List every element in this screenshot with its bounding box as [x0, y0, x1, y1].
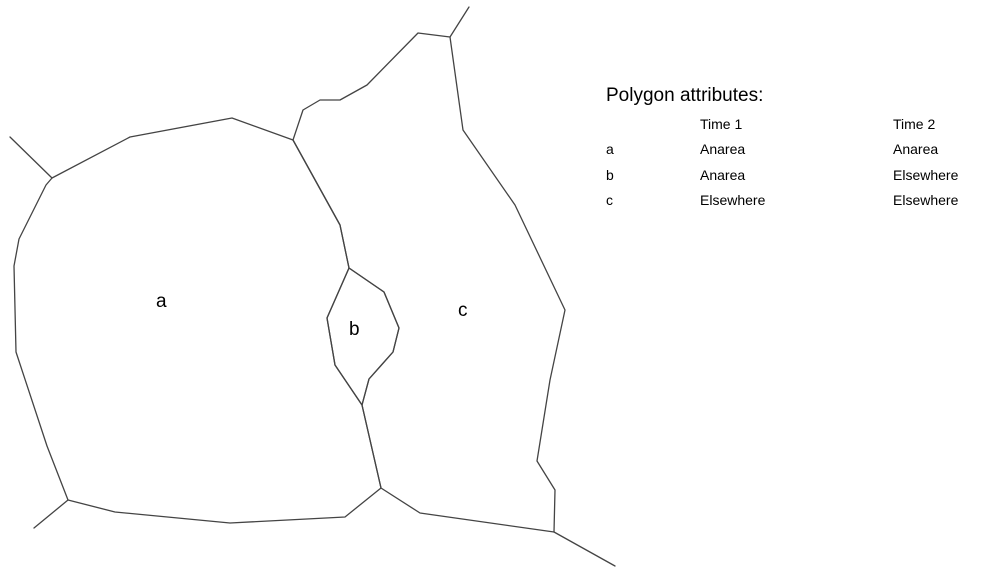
polygon-label-a: a: [156, 291, 167, 312]
row-c-time1: Elsewhere: [700, 192, 766, 208]
polygon-label-c: c: [458, 300, 468, 321]
row-c-time2: Elsewhere: [893, 192, 959, 208]
polygon-label-b: b: [349, 319, 360, 340]
row-b-id: b: [606, 167, 614, 183]
column-header-time-1: Time 1: [700, 116, 743, 132]
attributes-title: Polygon attributes:: [606, 85, 764, 106]
column-header-time-2: Time 2: [893, 116, 936, 132]
polygon-a-boundary: [13, 117, 382, 524]
boundary-ray-lower-left: [33, 499, 69, 529]
polygon-c-boundary: [292, 32, 566, 533]
polygon-b-boundary: [326, 267, 400, 406]
row-a-time2: Anarea: [893, 141, 939, 157]
row-b-time2: Elsewhere: [893, 167, 959, 183]
row-a-id: a: [606, 141, 614, 157]
boundary-ray-upper-left: [9, 136, 53, 179]
boundary-ray-top: [449, 6, 470, 38]
boundary-ray-lower-right: [553, 531, 616, 567]
row-a-time1: Anarea: [700, 141, 746, 157]
row-c-id: c: [606, 192, 613, 208]
row-b-time1: Anarea: [700, 167, 746, 183]
